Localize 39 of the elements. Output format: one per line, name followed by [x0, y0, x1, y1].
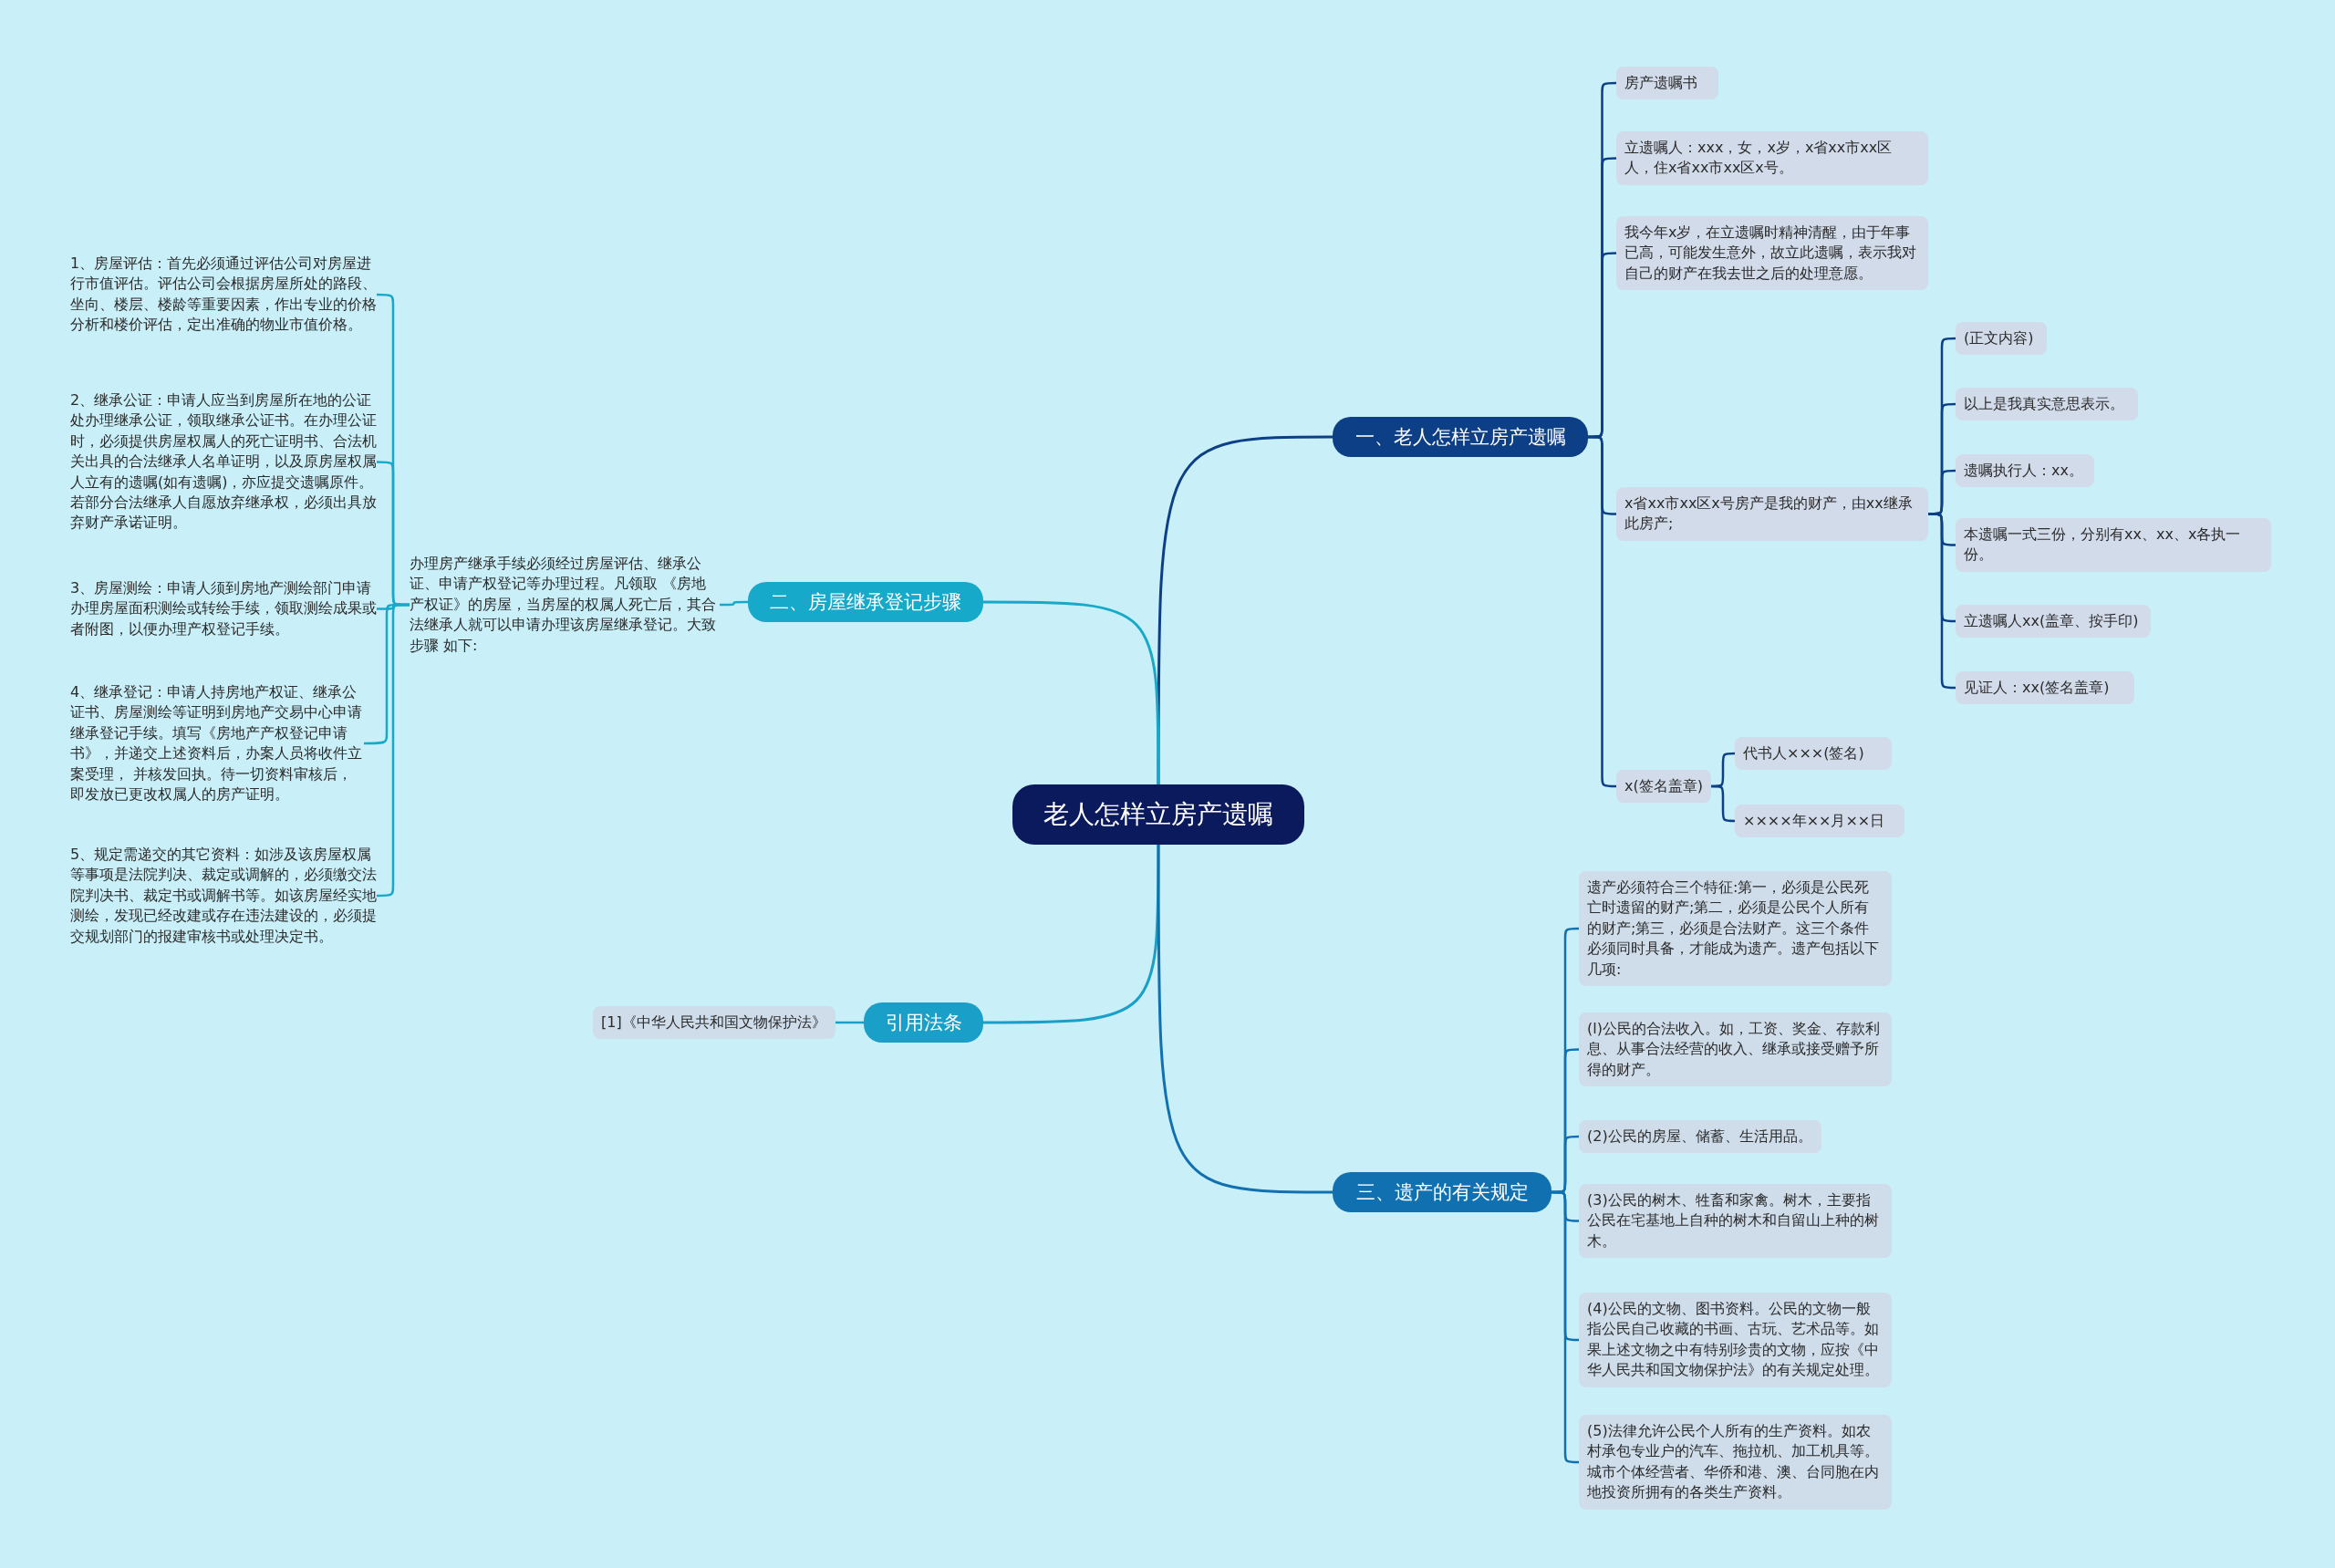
connector-line: [1710, 784, 1735, 823]
topic-box: 立遗嘱人xx(盖章、按手印): [1956, 605, 2151, 639]
connector-line: [835, 1021, 864, 1024]
topic-box: 代书人×××(签名): [1735, 737, 1892, 771]
topic-box: (l)公民的合法收入。如，工资、奖金、存款利息、从事合法经营的收入、继承或接受赠予所得的财产。: [1579, 1012, 1892, 1087]
topic-text: 2、继承公证：申请人应当到房屋所在地的公证处办理继承公证，领取继承公证书。在办理公证时，必须提供房屋权属人的死亡证明书、合法机关出具的合法继承人名单证明，以及原房屋权属人立有的遗嘱(如有遗嘱)，亦应提交遗嘱原件。若部分合法继承人自愿放弃继承权，必须出具放弃财产承诺证明。: [70, 390, 377, 534]
topic-box: ××××年××月××日: [1735, 805, 1904, 838]
topic-text: 办理房产继承手续必须经过房屋评估、继承公证、申请产权登记等办理过程。凡领取 《房地产权证》的房屋，当房屋的权属人死亡后，其合法继承人就可以申请办理该房屋继承登记。大致步骤 如下:: [410, 554, 720, 656]
topic-text: 3、房屋测绘：申请人须到房地产测绘部门申请办理房屋面积测绘或转绘手续，领取测绘成果或者附图，以便办理产权登记手续。: [70, 578, 377, 640]
connector-line: [983, 845, 1160, 1024]
topic-box: 我今年x岁，在立遗嘱时精神清醒，由于年事已高，可能发生意外，故立此遗嘱，表示我对自己的财产在我去世之后的处理意愿。: [1616, 216, 1928, 291]
topic-box: x(签名盖章): [1616, 770, 1711, 804]
topic-box: 以上是我真实意思表示。: [1956, 388, 2138, 421]
topic-box: (5)法律允许公民个人所有的生产资料。如农村承包专业户的汽车、拖拉机、加工机具等。城市个体经营者、华侨和港、澳、台同胞在内地投资所拥有的各类生产资料。: [1579, 1415, 1892, 1510]
connector-line: [983, 600, 1160, 784]
branch-topic: 三、遗产的有关规定: [1333, 1172, 1551, 1212]
connector-line: [1588, 435, 1616, 788]
topic-text: 5、规定需递交的其它资料：如涉及该房屋权属等事项是法院判决、裁定或调解的，必须缴交法院判决书、裁定书或调解书等。如该房屋经实地测绘，发现已经改建或存在违法建设的，必须提交规划部门的报建审核书或处理决定书。: [70, 845, 377, 947]
topic-box: 见证人：xx(签名盖章): [1956, 671, 2134, 705]
topic-box: 房产遗嘱书: [1616, 67, 1718, 100]
branch-topic: 二、房屋继承登记步骤: [748, 582, 983, 622]
branch-topic: 引用法条: [864, 1002, 983, 1043]
connector-line: [720, 600, 748, 607]
central-topic: 老人怎样立房产遗嘱: [1012, 784, 1304, 845]
topic-box: (正文内容): [1956, 322, 2047, 356]
topic-box: 遗产必须符合三个特征:第一，必须是公民死亡时遗留的财产;第二，必须是公民个人所有的财产;第三，必须是合法财产。这三个条件必须同时具备，才能成为遗产。遗产包括以下几项:: [1579, 871, 1892, 986]
topic-box: (2)公民的房屋、储蓄、生活用品。: [1579, 1120, 1821, 1154]
topic-box: [1]《中华人民共和国文物保护法》: [593, 1006, 835, 1040]
topic-text: 4、继承登记：申请人持房地产权证、继承公证书、房屋测绘等证明到房地产交易中心申请继承登记手续。填写《房地产产权登记申请书》，并递交上述资料后，办案人员将收件立案受理， 并核发回执。待一切资料审核后，即发放已更改权属人的房产证明。: [70, 682, 364, 805]
topic-box: (3)公民的树木、牲畜和家禽。树木，主要指公民在宅基地上自种的树木和自留山上种的树木。: [1579, 1184, 1892, 1259]
topic-text: 1、房屋评估：首先必须通过评估公司对房屋进行市值评估。评估公司会根据房屋所处的路段、坐向、楼层、楼龄等重要因素，作出专业的价格分析和楼价评估，定出准确的物业市值价格。: [70, 254, 377, 336]
topic-box: 立遗嘱人：xxx，女，x岁，x省xx市xx区人，住x省xx市xx区x号。: [1616, 131, 1928, 185]
connector-line: [1551, 1190, 1579, 1464]
topic-box: 遗嘱执行人：xx。: [1956, 454, 2094, 488]
topic-box: x省xx市xx区x号房产是我的财产，由xx继承此房产;: [1616, 487, 1928, 541]
topic-box: (4)公民的文物、图书资料。公民的文物一般指公民自己收藏的书画、古玩、艺术品等。如果上述文物之中有特别珍贵的文物，应按《中华人民共和国文物保护法》的有关规定处理。: [1579, 1293, 1892, 1387]
topic-box: 本遗嘱一式三份，分别有xx、xx、x各执一份。: [1956, 518, 2271, 572]
connector-line: [1157, 845, 1333, 1194]
branch-topic: 一、老人怎样立房产遗嘱: [1333, 417, 1588, 457]
